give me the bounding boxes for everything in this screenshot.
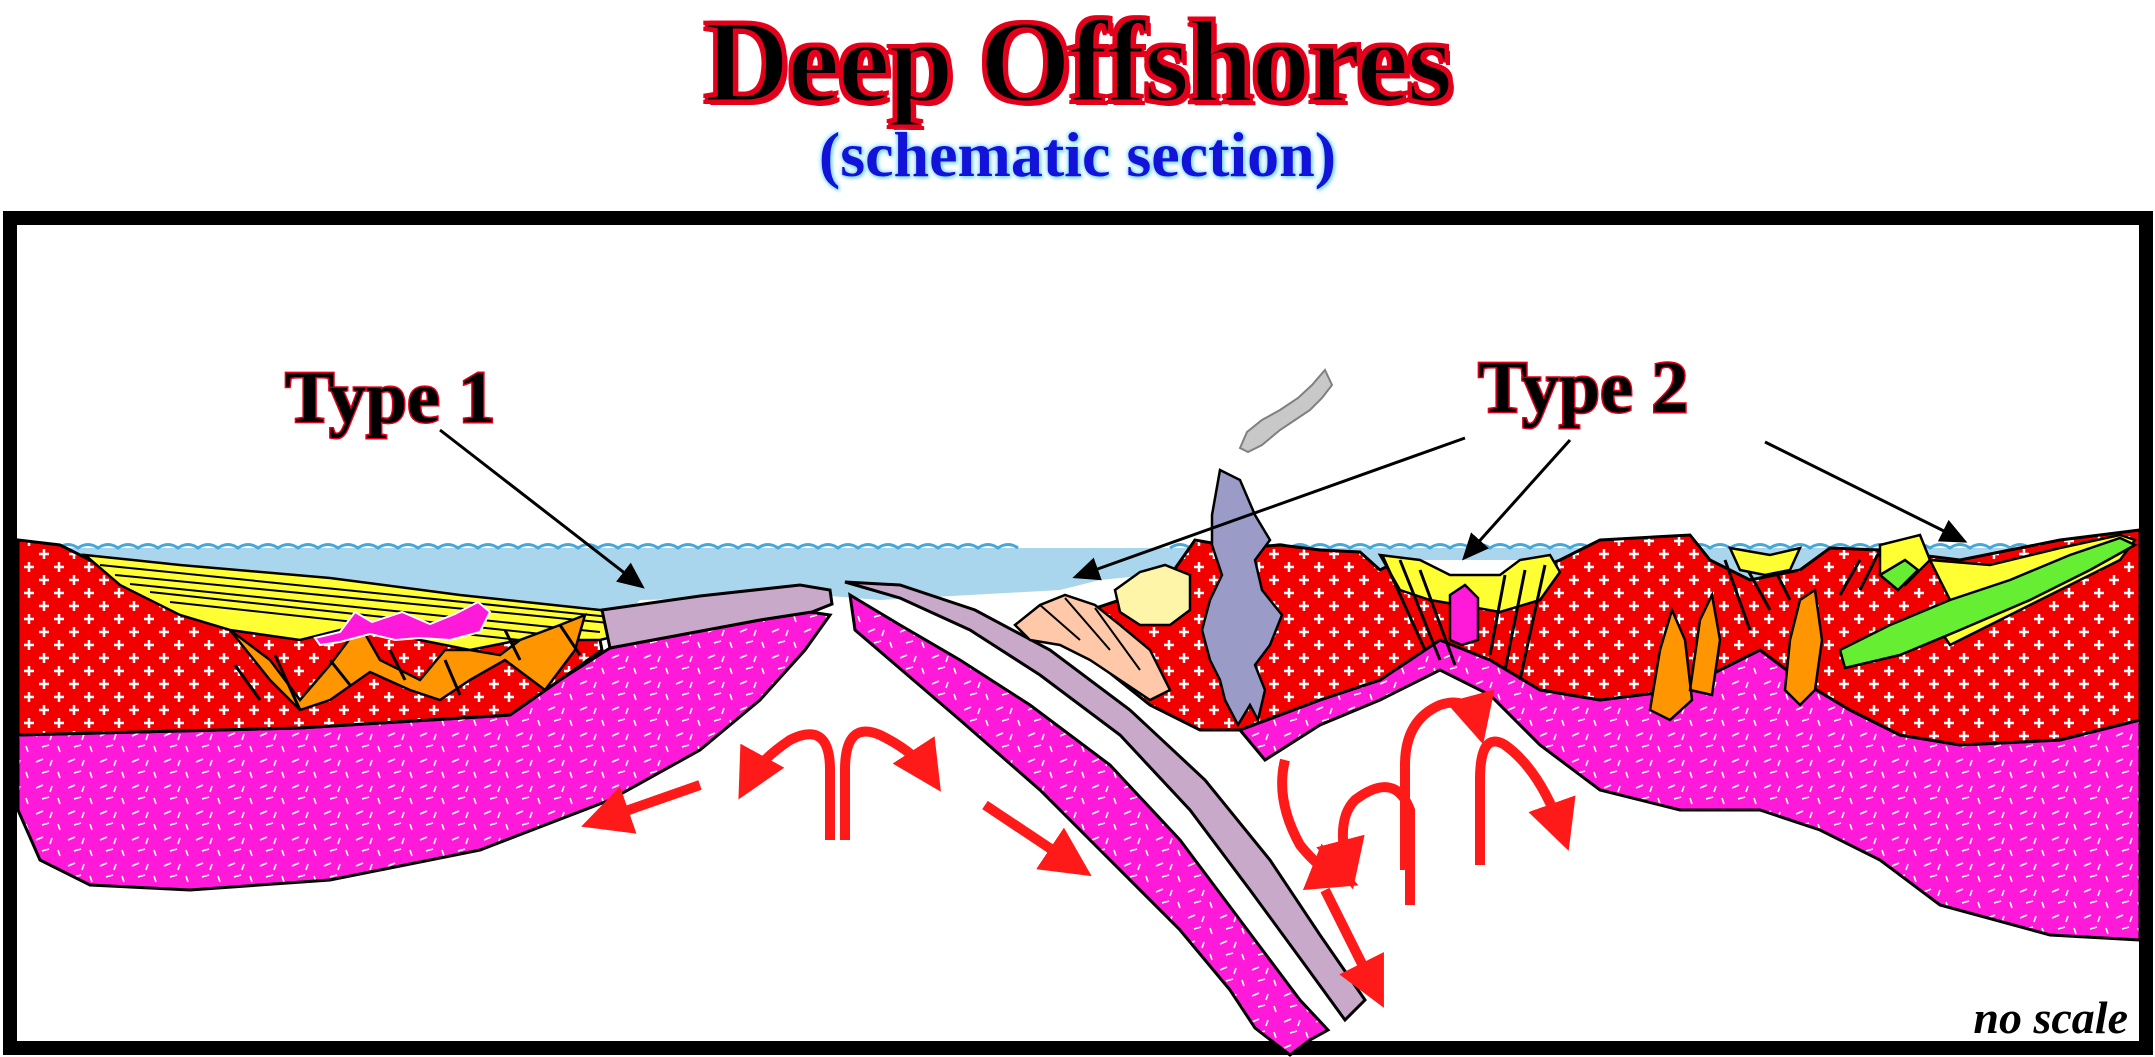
backarc-rift-dike	[1448, 583, 1480, 647]
volcanic-arc	[1200, 468, 1284, 728]
volcanic-plume	[1238, 368, 1334, 454]
subducting-oceanic-crust	[844, 580, 1367, 1023]
forearc-basin	[1113, 563, 1192, 627]
type1-label: Type 1	[285, 357, 495, 439]
right-synrift-wedges	[1648, 587, 1824, 722]
diagram-title: Deep Offshores	[703, 0, 1455, 129]
right-rift-volcanics	[1877, 558, 1920, 592]
right-margin-volcanic-layer	[1838, 536, 2138, 670]
left-salt-bodies	[313, 600, 492, 647]
subducting-oceanic-lithosphere	[848, 592, 1331, 1057]
left-oceanic-crust	[600, 583, 834, 650]
scale-note: no scale	[1973, 992, 2128, 1043]
diagram-subtitle: (schematic section)	[818, 119, 1337, 190]
right-rift-sediments	[1727, 533, 1932, 587]
mantle-convection-arrows	[581, 689, 1576, 1008]
label-pointer-arrows	[439, 428, 1968, 589]
right-continental-crust	[1057, 528, 2142, 747]
type2-label: Type 2	[1478, 347, 1688, 429]
accretionary-wedge	[1013, 593, 1172, 702]
